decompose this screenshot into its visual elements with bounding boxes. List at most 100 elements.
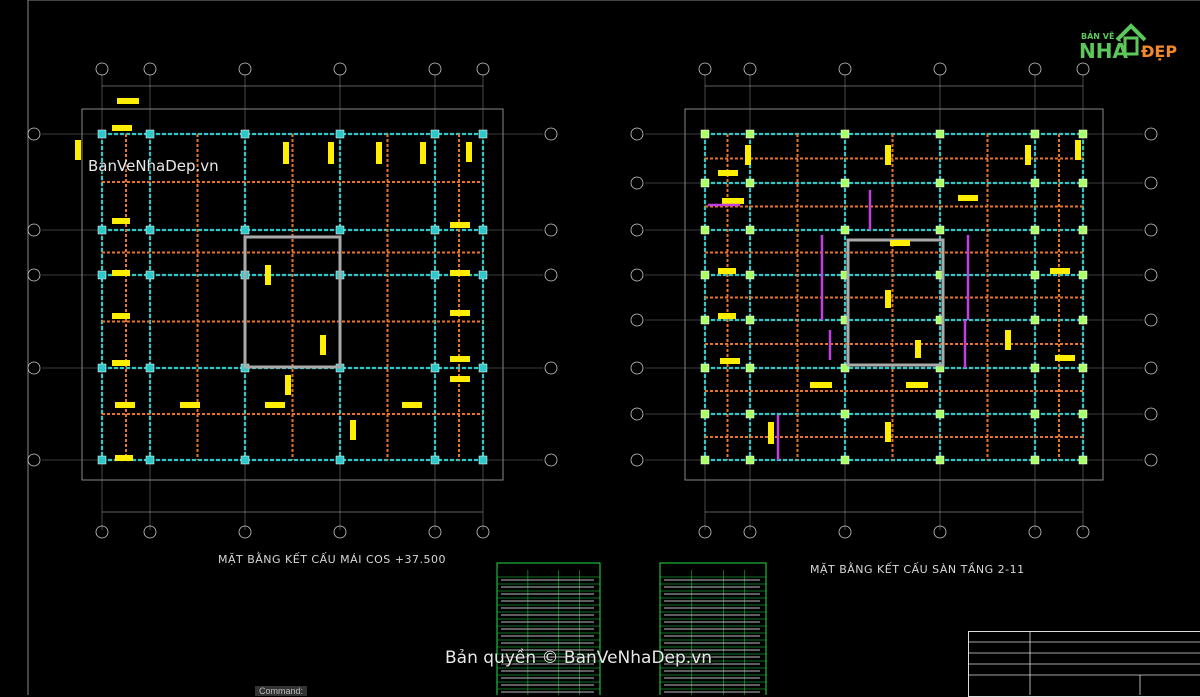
column <box>335 225 345 235</box>
schedule-tables <box>496 562 1200 695</box>
beam-label <box>906 382 928 388</box>
beam-label <box>958 195 978 201</box>
axis-bubble <box>1144 127 1158 141</box>
column <box>935 225 945 235</box>
axis-bubble <box>1144 176 1158 190</box>
table-text-row <box>501 656 594 658</box>
watermark-top: BanVeNhaDep.vn <box>88 157 219 175</box>
logo-top-text: BẢN VẼ <box>1081 32 1115 41</box>
column <box>1030 315 1040 325</box>
beam-label <box>885 145 891 165</box>
column <box>430 455 440 465</box>
table-text-row <box>501 649 594 651</box>
table-text-row <box>501 691 594 693</box>
axis-bubble <box>95 525 109 539</box>
logo-dep-text: ĐẸP <box>1141 42 1178 61</box>
column <box>1078 363 1088 373</box>
column <box>700 270 710 280</box>
table-text-row <box>664 649 760 651</box>
beam-label <box>112 360 130 366</box>
beam-label <box>718 170 738 176</box>
table-text-row <box>501 635 594 637</box>
column <box>745 178 755 188</box>
column <box>145 270 155 280</box>
command-line[interactable]: Command: <box>255 686 308 696</box>
axis-bubble <box>544 453 558 467</box>
axis-bubble <box>933 525 947 539</box>
watermark-bottom: Bản quyền © BanVeNhaDep.vn <box>445 648 713 668</box>
column <box>700 409 710 419</box>
beam-label <box>718 313 736 319</box>
axis-bubble <box>1028 525 1042 539</box>
axis-bubble <box>27 453 41 467</box>
beam-label <box>450 356 470 362</box>
beam-label <box>1050 268 1070 274</box>
column <box>1078 409 1088 419</box>
axis-bubble <box>698 525 712 539</box>
column <box>745 455 755 465</box>
column <box>700 315 710 325</box>
right-floor-plan <box>630 62 1158 539</box>
table-text-row <box>664 670 760 672</box>
table-text-row <box>501 579 594 581</box>
beam-label <box>75 140 81 160</box>
column <box>430 363 440 373</box>
beam-label <box>915 340 921 358</box>
axis-bubble <box>1144 361 1158 375</box>
beam-label <box>112 270 130 276</box>
column <box>1030 363 1040 373</box>
column <box>840 409 850 419</box>
column <box>840 225 850 235</box>
beam-label <box>320 335 326 355</box>
beam-label <box>180 402 200 408</box>
column <box>700 129 710 139</box>
axis-bubble <box>838 525 852 539</box>
table-text-row <box>501 621 594 623</box>
axis-bubble <box>544 127 558 141</box>
beam-label <box>450 310 470 316</box>
axis-bubble <box>698 62 712 76</box>
column <box>145 129 155 139</box>
column <box>1030 455 1040 465</box>
beam-label <box>112 125 132 131</box>
axis-bubble <box>1144 407 1158 421</box>
table-text-row <box>501 593 594 595</box>
column <box>840 178 850 188</box>
table-text-row <box>664 635 760 637</box>
column <box>97 363 107 373</box>
column <box>430 129 440 139</box>
axis-bubble <box>428 525 442 539</box>
column <box>700 225 710 235</box>
axis-bubble <box>544 268 558 282</box>
table-text-row <box>501 670 594 672</box>
axis-bubble <box>238 62 252 76</box>
column <box>1078 315 1088 325</box>
axis-bubble <box>333 62 347 76</box>
beam-label <box>885 422 891 442</box>
column <box>430 225 440 235</box>
axis-bubble <box>428 62 442 76</box>
column <box>935 455 945 465</box>
axis-bubble <box>630 361 644 375</box>
beam-label <box>115 402 135 408</box>
table-text-row <box>664 600 760 602</box>
beam-label <box>112 218 130 224</box>
axis-bubble <box>476 62 490 76</box>
beam-label <box>1055 355 1075 361</box>
column <box>745 225 755 235</box>
column <box>745 363 755 373</box>
column <box>1078 270 1088 280</box>
axis-bubble <box>630 407 644 421</box>
axis-bubble <box>630 313 644 327</box>
table-text-row <box>664 607 760 609</box>
axis-bubble <box>1144 313 1158 327</box>
beam-label <box>350 420 356 440</box>
axis-bubble <box>27 223 41 237</box>
beam-label <box>115 455 133 461</box>
column <box>1030 129 1040 139</box>
table-text-row <box>501 677 594 679</box>
column <box>240 225 250 235</box>
table-text-row <box>664 621 760 623</box>
plan-border <box>684 108 1104 481</box>
